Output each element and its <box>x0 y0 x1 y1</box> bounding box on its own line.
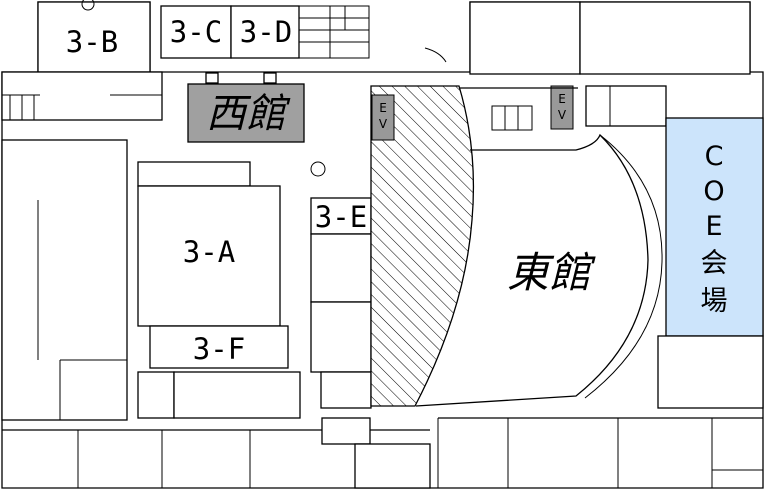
column-marker <box>81 0 95 11</box>
room-corridor-west <box>310 301 372 373</box>
west-building-label-bg <box>187 83 305 143</box>
room-3d[interactable] <box>230 5 300 59</box>
east-building-label: 東館 <box>507 248 596 297</box>
coe-venue[interactable] <box>665 117 764 337</box>
east-hall-inner-curve <box>584 134 663 399</box>
coe-venue-label-2: O <box>703 176 724 207</box>
room-below-3e <box>310 233 372 303</box>
stairs-west-side <box>2 94 162 120</box>
room-below-3f <box>173 371 301 419</box>
room-west-column <box>1 139 128 421</box>
column-stub <box>205 72 219 84</box>
room-3f-label: 3-F <box>193 332 245 366</box>
room-3b-label: 3-B <box>66 25 118 59</box>
room-east-top-strip <box>585 85 667 127</box>
room-top-right-1 <box>469 1 581 75</box>
room-corner-west <box>320 371 372 409</box>
column-stub <box>263 72 277 84</box>
room-west-upper <box>1 71 163 121</box>
east-hall-outline <box>415 87 649 407</box>
elevator-west[interactable] <box>371 94 395 141</box>
room-3c[interactable] <box>160 5 232 59</box>
coe-venue-label-4: 会 <box>701 248 728 279</box>
stairs-east <box>491 105 533 131</box>
coe-venue-label-5: 場 <box>701 286 728 317</box>
column-marker <box>310 161 326 177</box>
room-bottom-center-2 <box>354 443 431 489</box>
coe-venue-label-3: E <box>705 211 722 242</box>
door-swing <box>424 47 447 63</box>
elevator-east[interactable] <box>550 85 574 130</box>
room-below-3f-left <box>137 371 175 419</box>
connecting-corridor <box>370 85 475 407</box>
room-3e-label: 3-E <box>315 200 367 234</box>
coe-venue-label-1: C <box>705 141 724 172</box>
room-3f[interactable] <box>149 325 289 369</box>
room-bottom-center <box>321 417 371 445</box>
room-below-coe <box>657 335 764 409</box>
room-3d-label: 3-D <box>240 15 292 49</box>
west-building-label: 西館 <box>206 91 291 137</box>
room-3a-header <box>137 161 251 187</box>
room-3c-label: 3-C <box>170 15 222 49</box>
stairs-west <box>298 5 370 59</box>
room-3a-label: 3-A <box>183 235 235 269</box>
room-top-right-2 <box>579 1 751 75</box>
